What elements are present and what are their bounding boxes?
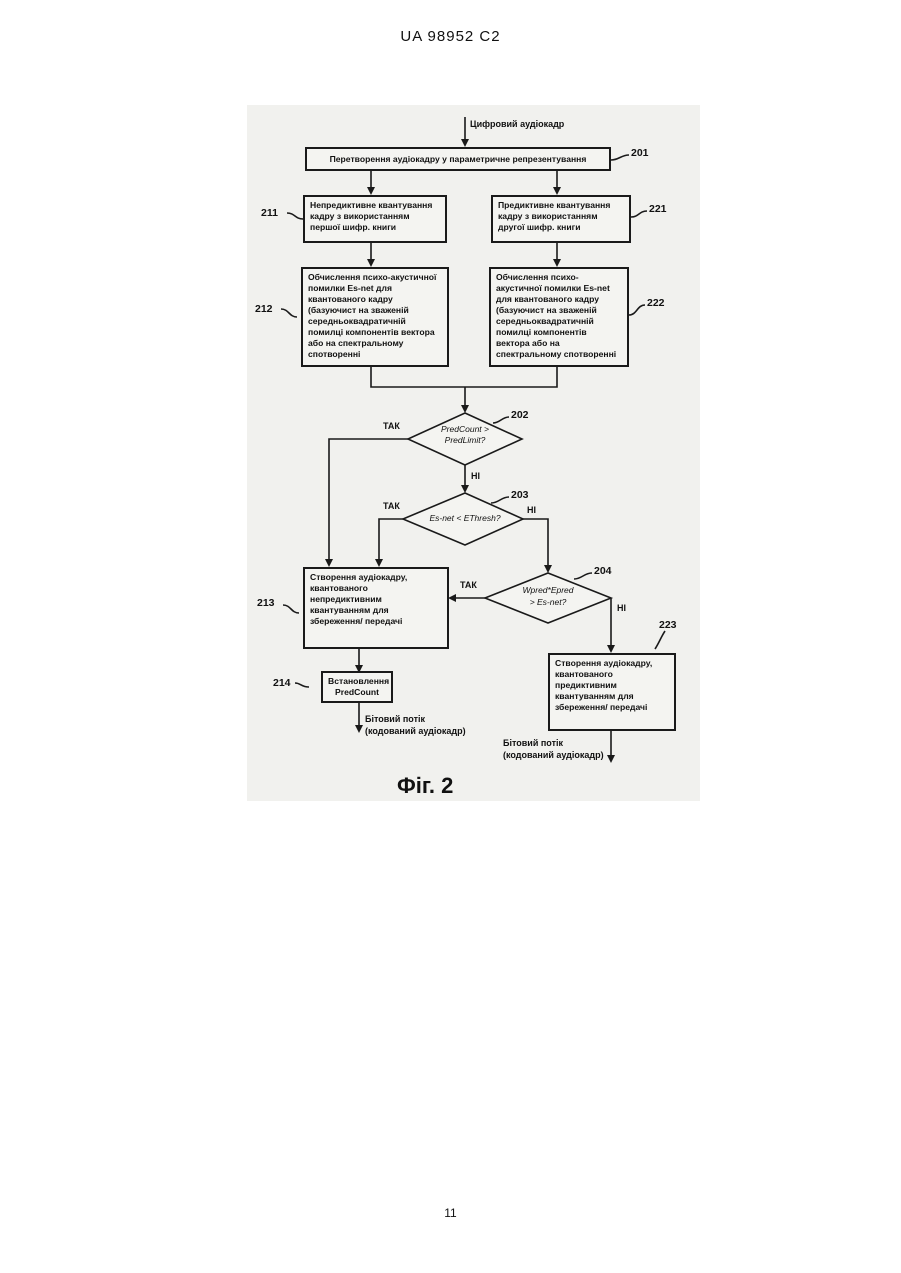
ref-202: 202	[511, 409, 529, 421]
box-212: Обчислення психо-акустичної помилки Es-n…	[301, 267, 449, 367]
leader-214	[295, 683, 309, 687]
decision-204-text-1: Wpred*Epred	[503, 585, 593, 596]
ref-204: 204	[594, 565, 612, 577]
leader-221	[631, 211, 647, 217]
ref-223: 223	[659, 619, 677, 631]
box-223: Створення аудіокадру, квантованого преди…	[548, 653, 676, 731]
ref-214: 214	[273, 677, 291, 689]
output-right: Бітовий потік (кодований аудіокадр)	[503, 737, 613, 761]
ref-213: 213	[257, 597, 275, 609]
page-number: 11	[0, 1206, 901, 1220]
flowchart-figure: Цифровий аудіокадр Перетворення аудіокад…	[247, 105, 700, 801]
leader-203	[491, 497, 509, 503]
decision-203-text: Es-net < EThresh?	[415, 513, 515, 524]
box-221: Предиктивне квантування кадру з використ…	[491, 195, 631, 243]
leader-202	[493, 417, 509, 423]
leader-213	[283, 605, 299, 613]
leader-222	[629, 305, 645, 315]
merge-line	[371, 367, 557, 387]
no-label-204: НІ	[617, 603, 626, 613]
yes-label-204: ТАК	[460, 580, 477, 590]
figure-caption: Фіг. 2	[397, 773, 453, 799]
decision-204-text-2: > Es-net?	[503, 597, 593, 608]
box-211: Непредиктивне квантування кадру з викори…	[303, 195, 447, 243]
arrow-203-no	[523, 519, 548, 571]
box-213: Створення аудіокадру, квантованого непре…	[303, 567, 449, 649]
ref-203: 203	[511, 489, 529, 501]
yes-label-202: ТАК	[383, 421, 400, 431]
ref-221: 221	[649, 203, 667, 215]
document-id-header: UA 98952 C2	[0, 28, 901, 45]
leader-212	[281, 309, 297, 317]
box-201: Перетворення аудіокадру у параметричне р…	[305, 147, 611, 171]
decision-202-text: PredCount > PredLimit?	[423, 424, 507, 445]
no-label-202: НІ	[471, 471, 480, 481]
ref-211: 211	[261, 207, 278, 219]
leader-201	[611, 155, 629, 160]
ref-212: 212	[255, 303, 273, 315]
leader-223	[655, 631, 665, 649]
output-left: Бітовий потік (кодований аудіокадр)	[365, 713, 475, 737]
ref-222: 222	[647, 297, 665, 309]
arrow-203-yes	[379, 519, 403, 565]
leader-204	[574, 573, 592, 579]
leader-211	[287, 213, 303, 219]
box-222: Обчислення психо-акустичної помилки Es-n…	[489, 267, 629, 367]
no-label-203: НІ	[527, 505, 536, 515]
ref-201: 201	[631, 147, 649, 159]
yes-label-203: ТАК	[383, 501, 400, 511]
input-label: Цифровий аудіокадр	[470, 119, 564, 129]
box-214: Встановлення PredCount	[321, 671, 393, 703]
